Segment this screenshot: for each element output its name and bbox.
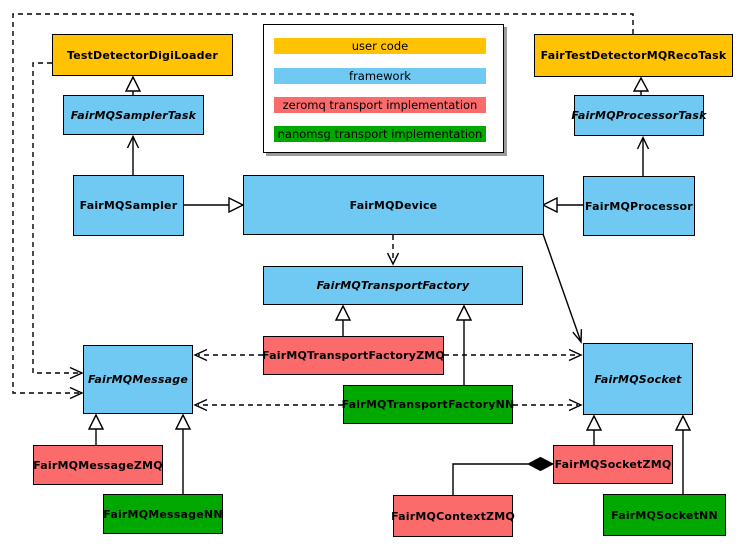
edge-messagenn-to-message-inheritance xyxy=(174,413,192,494)
node-fairmq-socket-zmq: FairMQSocketZMQ xyxy=(553,445,673,484)
legend-box: user code framework zeromq transport imp… xyxy=(263,24,504,153)
node-fairmq-socket-nn: FairMQSocketNN xyxy=(603,494,726,536)
edge-socketzmq-to-socket-inheritance xyxy=(585,414,603,445)
node-fairmq-transport-factory-nn: FairMQTransportFactoryNN xyxy=(342,385,514,424)
edge-device-to-socket xyxy=(542,233,583,344)
edge-processor-to-device-inheritance xyxy=(541,196,583,214)
node-fair-test-detector-mq-reco-task: FairTestDetectorMQRecoTask xyxy=(534,34,733,77)
legend-item-zeromq: zeromq transport implementation xyxy=(274,97,486,113)
node-fairmq-message: FairMQMessage xyxy=(83,345,193,414)
edge-contextzmq-to-socketzmq-composition xyxy=(452,456,555,495)
legend-item-user-code: user code xyxy=(274,38,486,54)
edge-sampler-to-samplertask xyxy=(126,134,140,175)
node-fairmq-processor: FairMQProcessor xyxy=(583,176,695,236)
node-fairmq-socket: FairMQSocket xyxy=(583,343,693,415)
node-test-detector-digi-loader: TestDetectorDigiLoader xyxy=(52,34,233,76)
node-fairmq-sampler: FairMQSampler xyxy=(73,175,184,236)
edge-processortask-to-recotask-inheritance xyxy=(632,76,650,95)
edge-socketnn-to-socket-inheritance xyxy=(674,414,692,494)
edge-factorynn-to-factory-inheritance xyxy=(455,304,473,385)
edge-recotask-to-message-dependency xyxy=(12,13,634,400)
node-fairmq-transport-factory-zmq: FairMQTransportFactoryZMQ xyxy=(262,336,445,375)
node-fairmq-device: FairMQDevice xyxy=(243,175,544,235)
edge-samplertask-to-digiloader-inheritance xyxy=(124,75,142,95)
edge-sampler-to-device-inheritance xyxy=(184,196,245,214)
node-fairmq-sampler-task: FairMQSamplerTask xyxy=(63,95,204,135)
edge-device-to-transportfactory-dependency xyxy=(386,235,400,266)
node-fairmq-context-zmq: FairMQContextZMQ xyxy=(391,495,515,537)
edge-factoryzmq-to-message-dependency xyxy=(193,348,263,362)
node-fairmq-transport-factory: FairMQTransportFactory xyxy=(263,266,523,305)
node-fairmq-message-nn: FairMQMessageNN xyxy=(103,494,223,534)
node-fairmq-processor-task: FairMQProcessorTask xyxy=(571,95,706,136)
node-fairmq-message-zmq: FairMQMessageZMQ xyxy=(33,445,163,485)
legend-item-framework: framework xyxy=(274,68,486,84)
edge-factorynn-to-socket-dependency xyxy=(513,398,583,412)
edge-factoryzmq-to-socket-dependency xyxy=(444,348,583,362)
edge-messagezmq-to-message-inheritance xyxy=(87,413,105,445)
edge-processor-to-processortask xyxy=(636,135,650,176)
edge-factorynn-to-message-dependency xyxy=(193,398,343,412)
edge-factoryzmq-to-factory-inheritance xyxy=(334,304,352,336)
edge-digiloader-to-message-dependency xyxy=(32,62,84,380)
legend-item-nanomsg: nanomsg transport implementation xyxy=(274,126,486,142)
